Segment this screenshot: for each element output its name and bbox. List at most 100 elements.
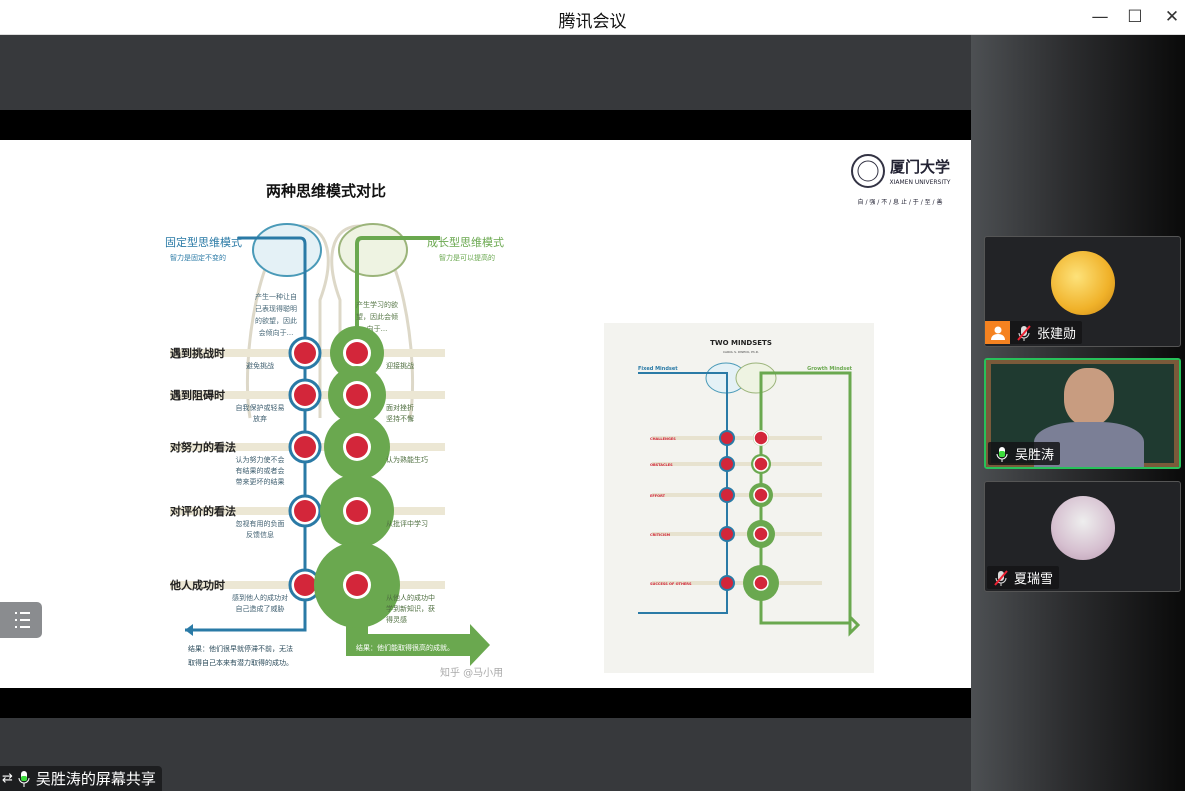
fixed-response-text: 有结果的或者会 xyxy=(236,466,285,475)
university-logo-en: XIAMEN UNIVERSITY xyxy=(890,179,951,186)
fixed-response-text: 避免挑战 xyxy=(246,361,274,370)
thumbnail-row-label: CHALLENGES xyxy=(650,437,676,441)
growth-response-text: 得灵感 xyxy=(386,615,407,624)
participant-tile[interactable]: 张建勋 xyxy=(984,236,1181,347)
lungs-icon xyxy=(346,574,368,596)
growth-result-arrow-icon xyxy=(346,610,490,666)
avatar xyxy=(1050,251,1115,315)
growth-response-text: 从批评中学习 xyxy=(386,519,428,528)
thumbnail-fixed-node xyxy=(719,526,735,542)
name-tag: 张建勋 xyxy=(985,321,1083,344)
host-user-icon xyxy=(985,321,1010,344)
participant-tile[interactable]: 夏瑞雪 xyxy=(984,481,1181,592)
fixed-response-text: 带来更坏的结果 xyxy=(236,477,285,486)
thumbnail-growth-icon xyxy=(753,575,769,591)
row-label: 对努力的看法 xyxy=(170,440,236,454)
participant-tile-active-speaker[interactable]: 吴胜涛 xyxy=(984,358,1181,469)
growth-intro-text: 望，因此会倾 xyxy=(356,312,398,321)
mic-speaking-icon xyxy=(18,770,30,787)
university-seal-icon xyxy=(851,154,885,188)
fixed-response-text: 忽视有用的负面 xyxy=(236,519,285,528)
fixed-response-text: 感到他人的成功对 xyxy=(232,593,288,602)
thumbnail-row-label: OBSTACLES xyxy=(650,463,673,467)
thumbnail-row-band xyxy=(652,493,822,497)
letterbox-bottom xyxy=(0,688,971,718)
close-button[interactable]: ✕ xyxy=(1164,7,1180,27)
growth-mindset-path xyxy=(355,236,440,640)
fixed-intro-text: 会倾向于... xyxy=(259,328,294,337)
fixed-mindset-subtitle: 智力是固定不变的 xyxy=(170,253,226,262)
maximize-button[interactable]: ☐ xyxy=(1127,7,1143,27)
fixed-result-text: 结果：他们很早就停滞不前，无法 xyxy=(188,644,293,653)
growth-response-text: 从他人的成功中 xyxy=(386,593,435,602)
thumbnail-growth-icon xyxy=(753,487,769,503)
growth-mindset-subtitle: 智力是可以提高的 xyxy=(439,253,495,262)
brain-icon-fixed xyxy=(252,223,322,277)
growth-response-text: 认为熟能生巧 xyxy=(386,455,428,464)
thumbnail-growth-icon xyxy=(753,526,769,542)
university-logo-text: 厦门大学 xyxy=(890,158,950,176)
prohibited-icon xyxy=(294,500,316,522)
thumbnail-fixed-node xyxy=(719,430,735,446)
screen-share-indicator[interactable]: ⇄ 吴胜涛的屏幕共享 xyxy=(0,766,162,791)
fixed-intro-text: 的欲望，因此 xyxy=(255,316,297,325)
growth-intro-text: 向于... xyxy=(367,324,388,333)
participant-panel: 张建勋 吴胜涛 夏瑞雪 xyxy=(971,35,1185,791)
growth-mindset-title: 成长型思维模式 xyxy=(427,235,504,249)
growth-response-text: 迎接挑战 xyxy=(386,361,414,370)
fixed-result-text: 取得自己本来有潜力取得的成功。 xyxy=(188,658,293,667)
growth-response-text: 学到新知识，获 xyxy=(386,604,435,613)
fixed-response-text: 放弃 xyxy=(253,414,267,423)
thumbnail-fixed-node xyxy=(719,487,735,503)
fixed-response-text: 自我保护或轻易 xyxy=(236,403,285,412)
weightlifter-icon xyxy=(346,436,368,458)
thumbnail-growth-path xyxy=(759,371,861,637)
brain-icon-growth xyxy=(735,362,777,394)
thumbnail-row-band xyxy=(652,581,822,585)
fixed-mindset-title: 固定型思维模式 xyxy=(165,235,242,249)
row-label: 对评价的看法 xyxy=(170,504,236,518)
mic-speaking-icon xyxy=(996,446,1008,462)
thumbnail-growth-icon xyxy=(753,430,769,446)
weightlifter-icon xyxy=(294,436,316,458)
thumbnail-row-label: EFFORT xyxy=(650,494,666,498)
thumbnail-row-band xyxy=(652,436,822,440)
brick-wall-icon xyxy=(294,384,316,406)
thumbnail-growth-label: Growth Mindset xyxy=(807,366,853,372)
watermark-text: 知乎 @马小用 xyxy=(440,666,503,679)
thumbnail-fixed-node xyxy=(719,575,735,591)
university-seal-icon xyxy=(857,160,879,182)
thumbnail-fixed-label: Fixed Mindset xyxy=(638,366,678,372)
minimize-button[interactable]: — xyxy=(1091,7,1109,27)
list-icon xyxy=(15,612,30,628)
mic-muted-icon xyxy=(1017,324,1031,341)
brain-icon-growth xyxy=(338,223,408,277)
row-label: 他人成功时 xyxy=(169,578,225,592)
fixed-result-arrow-icon xyxy=(185,624,193,636)
two-mindsets-thumbnail: TWO MINDSETS CAROL S. DWECK, Ph.D. Fixed M… xyxy=(604,323,874,673)
arrows-icon xyxy=(346,342,368,364)
share-switch-icon: ⇄ xyxy=(2,771,13,786)
slide-title: 两种思维模式对比 xyxy=(266,182,386,200)
brick-wall-icon xyxy=(346,384,368,406)
fixed-response-text: 反馈信息 xyxy=(246,530,274,539)
name-tag: 夏瑞雪 xyxy=(987,566,1060,589)
thumbnail-author: CAROL S. DWECK, Ph.D. xyxy=(723,350,759,354)
thumbnail-title: TWO MINDSETS xyxy=(710,339,772,347)
member-list-button[interactable] xyxy=(0,602,42,638)
thumbnail-row-band xyxy=(652,532,822,536)
participant-name: 夏瑞雪 xyxy=(1014,572,1054,587)
thumbnail-growth-icon xyxy=(753,456,769,472)
growth-response-text: 面对挫折 xyxy=(386,403,414,412)
name-tag: 吴胜涛 xyxy=(988,442,1061,465)
letterbox-top xyxy=(0,110,971,140)
participant-name: 张建勋 xyxy=(1037,327,1077,342)
thumbnail-row-label: CRITICISM xyxy=(650,533,671,537)
window-title: 腾讯会议 xyxy=(558,12,627,32)
thumbnail-row-band xyxy=(652,462,822,466)
growth-result-text: 结果：他们能取得很高的成就。 xyxy=(356,643,454,652)
title-bar: 腾讯会议 — ☐ ✕ xyxy=(0,0,1185,35)
fixed-mindset-path xyxy=(185,236,307,632)
